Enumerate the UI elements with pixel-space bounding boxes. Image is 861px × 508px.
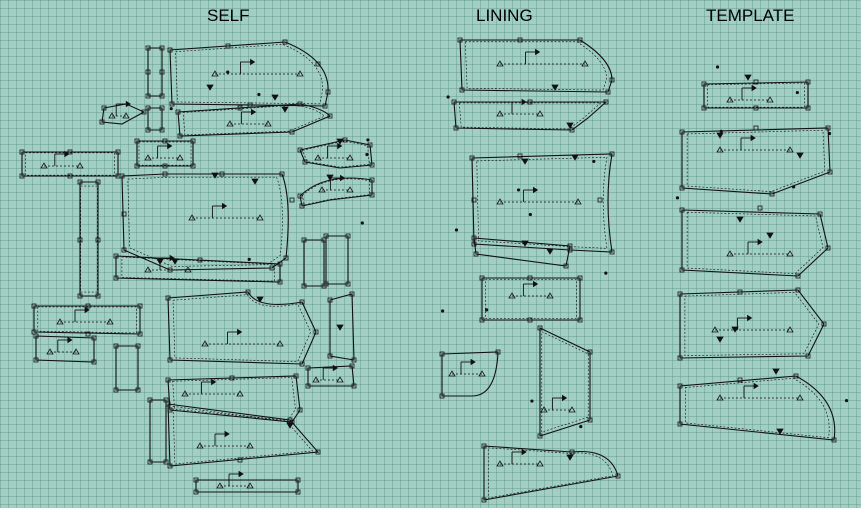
self-pocket[interactable] [305,363,357,389]
self-pocket-welt-b[interactable] [323,233,351,287]
lining-side[interactable] [537,325,593,439]
self-tab-small[interactable] [145,105,165,133]
self-waistband[interactable] [113,253,283,285]
template-front-a[interactable] [679,125,833,197]
group-label-lining: LINING [476,6,533,25]
template-front-b[interactable] [679,205,831,279]
lining-back[interactable] [469,151,615,255]
self-flap[interactable] [134,138,196,169]
group-label-self: SELF [207,6,250,25]
lining-front[interactable] [457,37,615,95]
lining-facing[interactable] [451,98,609,133]
lining-waist[interactable] [471,235,573,269]
self-sleeve-upper[interactable] [297,137,375,169]
group-label-template: TEMPLATE [706,6,795,25]
template-collar[interactable] [701,74,811,111]
self-sleeve-lower[interactable] [297,174,375,209]
self-yoke[interactable] [31,303,143,337]
self-back-panel[interactable] [119,171,295,273]
self-vertical-tab[interactable] [147,397,169,465]
self-front-panel[interactable] [167,39,331,109]
self-pocket-welt-a[interactable] [301,237,327,289]
self-front-skirt[interactable] [165,289,319,367]
lining-sleeve[interactable] [481,443,621,503]
template-skirt[interactable] [677,368,837,443]
self-trouser-upper[interactable] [165,373,303,425]
self-collar-strip[interactable] [145,45,165,99]
self-pocket-bag[interactable] [99,100,147,125]
lining-pocket-bag[interactable] [479,275,583,323]
self-yoke-2[interactable] [33,333,97,365]
construction-marks [169,65,849,429]
self-side-panel[interactable] [77,179,101,299]
self-long-strip[interactable] [19,149,121,179]
lining-round-pocket[interactable] [439,349,501,399]
template-back[interactable] [677,287,827,361]
self-sleeve-cuff[interactable] [327,291,357,363]
self-belt-strip[interactable] [193,470,301,495]
self-trouser-lower[interactable] [165,401,321,469]
self-facing[interactable] [175,101,333,139]
self-small-tab[interactable] [113,343,141,393]
